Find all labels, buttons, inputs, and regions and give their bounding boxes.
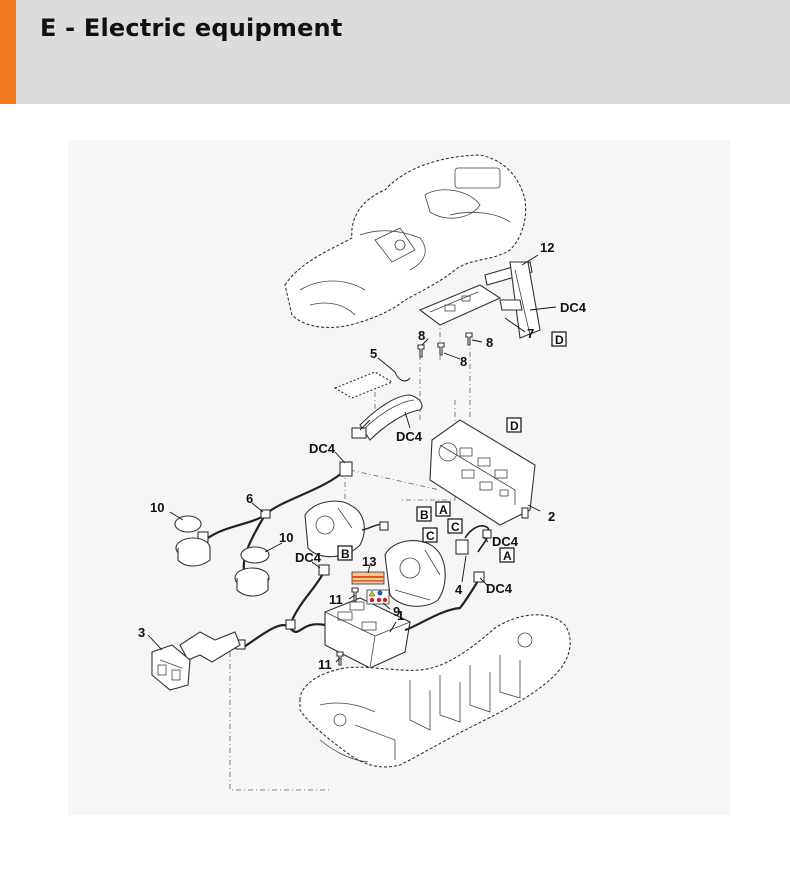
callout-8-right: 8 — [486, 335, 493, 350]
callout-4: 4 — [455, 582, 463, 597]
callout-12: 12 — [540, 240, 554, 255]
connector-cable-4 — [455, 525, 492, 555]
callout-7: 7 — [527, 326, 534, 341]
dc4-label-c: DC4 — [492, 534, 519, 549]
wheel-motor-c — [384, 540, 446, 607]
ref-box-d-panel: D — [510, 419, 519, 433]
callout-1: 1 — [397, 608, 404, 623]
ref-box-c-motor: C — [426, 529, 435, 543]
callout-5: 5 — [370, 346, 377, 361]
circuit-board-7 — [418, 284, 502, 326]
ref-box-a-upper: A — [439, 503, 448, 517]
callout-6: 6 — [246, 491, 253, 506]
screws-8 — [417, 332, 473, 358]
control-panel-2 — [429, 419, 536, 526]
dc4-label-ribbon: DC4 — [560, 300, 587, 315]
callout-2: 2 — [548, 509, 555, 524]
callout-10-right: 10 — [279, 530, 293, 545]
wheel-motor-b — [304, 500, 389, 558]
callout-9: 9 — [393, 604, 400, 619]
dc4-label-harness: DC4 — [396, 429, 423, 444]
dc4-label-a: DC4 — [486, 581, 513, 596]
ref-box-b-upper: B — [420, 508, 429, 522]
callout-8-left: 8 — [418, 328, 425, 343]
speaker-10-left — [174, 515, 211, 567]
leader-lines — [147, 254, 557, 663]
label-sticker-13 — [351, 571, 385, 585]
ref-box-c-cable: C — [451, 520, 460, 534]
ref-box-a-lower: A — [503, 549, 512, 563]
page-header: E - Electric equipment — [0, 0, 790, 104]
header-accent-bar — [0, 0, 16, 104]
speaker-10-right — [234, 546, 270, 597]
exploded-parts-diagram: 12 7 8 8 8 5 2 6 10 10 13 11 11 9 1 4 3 … — [138, 154, 587, 791]
main-wire-harness — [235, 564, 485, 650]
label-sticker-9 — [366, 589, 390, 605]
dc4-label-mid: DC4 — [295, 550, 322, 565]
main-control-unit-1 — [324, 597, 411, 669]
page-title: E - Electric equipment — [40, 14, 343, 42]
callout-11-upper: 11 — [329, 592, 343, 607]
dc4-label-top: DC4 — [309, 441, 336, 456]
wire-harness-6 — [197, 461, 353, 576]
callout-8-center: 8 — [460, 354, 467, 369]
ref-box-b-lower: B — [341, 547, 350, 561]
callout-13: 13 — [362, 554, 376, 569]
ribbon-cable-12 — [484, 261, 541, 339]
exploded-view-panel: 12 7 8 8 8 5 2 6 10 10 13 11 11 9 1 4 3 … — [68, 140, 730, 815]
chassis-lower-housing — [299, 614, 571, 768]
callout-10-left: 10 — [150, 500, 164, 515]
sensor-board-5 — [333, 371, 423, 441]
top-cover-housing — [284, 154, 527, 329]
bracket-3 — [151, 631, 241, 691]
callout-11-lower: 11 — [318, 657, 332, 672]
dc4-labels: DC4 DC4 DC4 DC4 DC4 DC4 — [295, 300, 587, 596]
boxed-reference-letters: D D A B C C B A — [337, 331, 567, 563]
ref-box-d-top: D — [555, 333, 564, 347]
callout-3: 3 — [138, 625, 145, 640]
callout-numbers: 12 7 8 8 8 5 2 6 10 10 13 11 11 9 1 4 3 — [138, 240, 555, 672]
